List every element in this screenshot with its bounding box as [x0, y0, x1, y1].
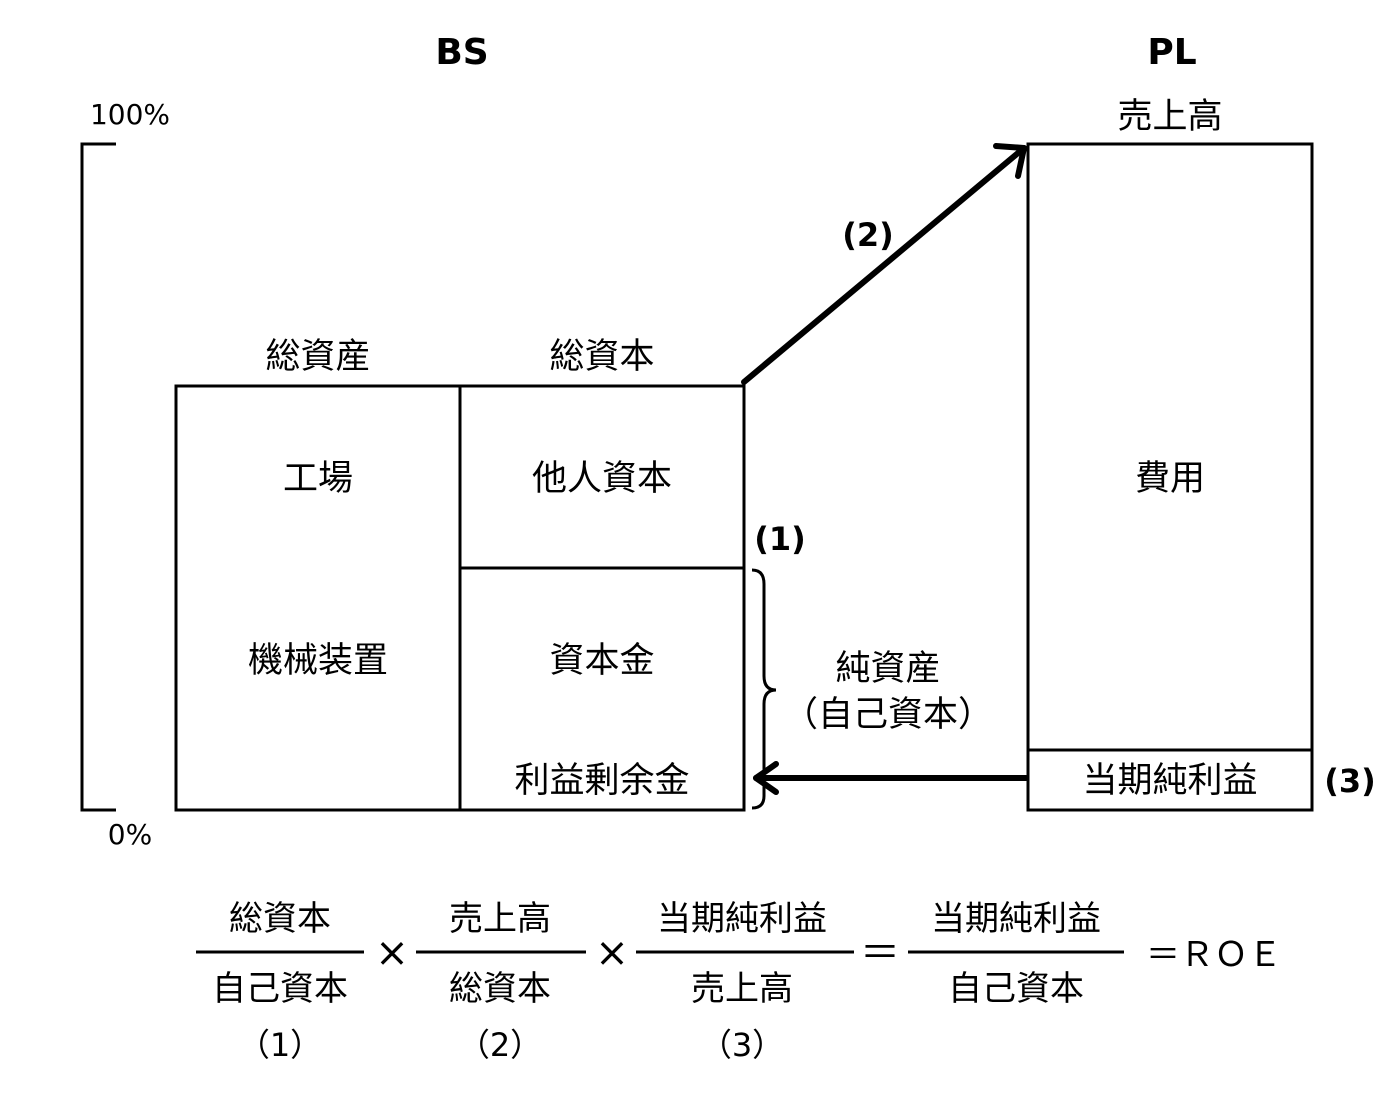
sales-arrow: [741, 145, 1027, 385]
roe-formula: 総資本 自己資本 （1） × 売上高 総資本 （2） × 当期純利益 売上高 （…: [196, 899, 1282, 1064]
fraction-4-numerator: 当期純利益: [931, 899, 1101, 939]
net-income-label: 当期純利益: [1082, 761, 1257, 801]
marker-3: (3): [1324, 762, 1376, 800]
machinery-label: 機械装置: [248, 641, 388, 681]
scale-bracket: [80, 142, 116, 812]
times-sign-1: ×: [375, 930, 409, 976]
fraction-4-denominator: 自己資本: [948, 969, 1084, 1009]
factory-label: 工場: [283, 459, 353, 499]
equity-label: （自己資本）: [783, 695, 993, 735]
total-capital-title: 総資本: [549, 337, 654, 377]
retained-earnings-label: 利益剰余金: [514, 761, 689, 801]
net-assets-bracket: [751, 568, 777, 810]
roe-result: ＝ＲＯＥ: [1146, 935, 1282, 975]
marker-1: (1): [754, 520, 806, 558]
liabilities-label: 他人資本: [532, 459, 672, 499]
fraction-2-denominator: 総資本: [449, 969, 551, 1009]
scale-top-label: 100%: [90, 98, 170, 131]
retained-arrow-head: [753, 761, 779, 795]
scale-bottom-label: 0%: [108, 818, 152, 851]
net-assets-label: 純資産: [835, 649, 940, 689]
capital-box: [458, 384, 746, 812]
fraction-1-tag: （1）: [238, 1026, 322, 1064]
fraction-1-denominator: 自己資本: [212, 969, 348, 1009]
equals-sign: ＝: [860, 930, 900, 976]
marker-2: (2): [842, 216, 894, 254]
fraction-3-denominator: 売上高: [691, 969, 793, 1009]
fraction-3-tag: （3）: [700, 1026, 784, 1064]
bs-header: BS: [435, 32, 488, 73]
fraction-1-numerator: 総資本: [229, 899, 331, 939]
pl-header: PL: [1147, 32, 1196, 73]
assets-box: [174, 384, 462, 812]
capital-stock-label: 資本金: [549, 641, 654, 681]
expenses-label: 費用: [1135, 459, 1205, 499]
fraction-2-numerator: 売上高: [449, 899, 551, 939]
pl-box: [1026, 142, 1314, 812]
total-assets-title: 総資産: [265, 337, 370, 377]
fraction-2-tag: （2）: [458, 1026, 542, 1064]
fraction-3-numerator: 当期純利益: [657, 899, 827, 939]
times-sign-2: ×: [595, 930, 629, 976]
sales-title: 売上高: [1117, 97, 1222, 137]
sales-arrow-head: [993, 143, 1027, 179]
